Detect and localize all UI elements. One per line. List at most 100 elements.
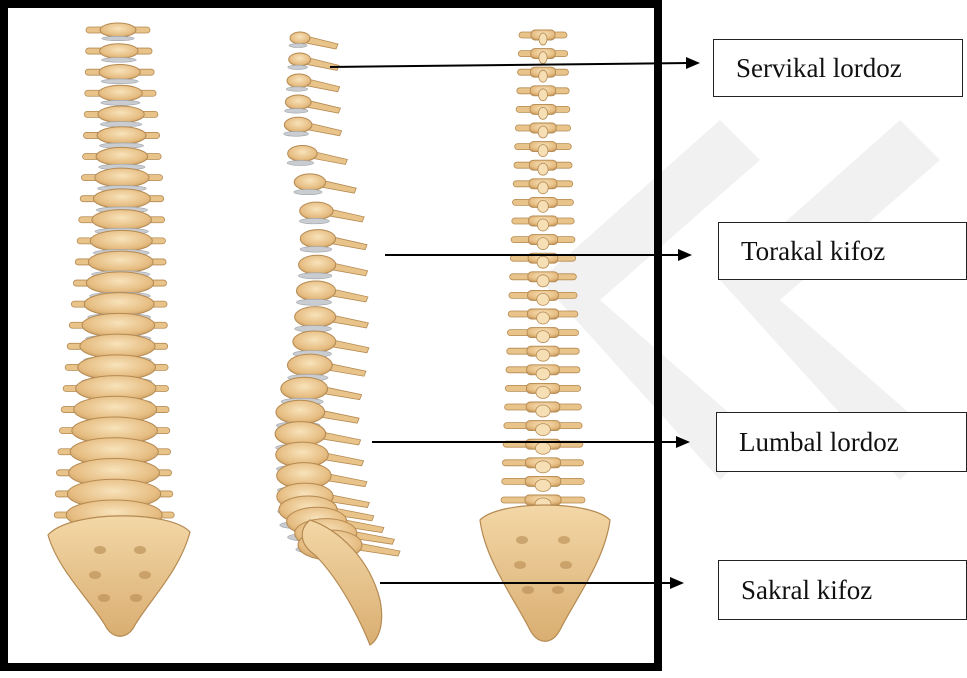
spinous-process — [538, 126, 548, 138]
spinous-process — [537, 219, 548, 231]
arrowhead-torakal — [678, 249, 692, 261]
intervertebral-disc — [101, 100, 140, 105]
intervertebral-disc — [101, 79, 138, 84]
vertebra-body — [289, 53, 311, 66]
sacrum — [480, 505, 610, 641]
label-servikal-text: Servikal lordoz — [736, 53, 902, 84]
vertebra-body — [299, 255, 336, 274]
vertebra-body — [90, 230, 152, 251]
intervertebral-disc — [298, 273, 331, 279]
intervertebral-disc — [285, 109, 308, 114]
intervertebral-disc — [296, 299, 331, 305]
spinous-process — [329, 209, 364, 222]
vertebra-body — [94, 189, 151, 209]
label-servikal-lordoz: Servikal lordoz — [713, 39, 963, 97]
lateral-spine-view — [275, 32, 400, 645]
intervertebral-disc — [102, 36, 134, 40]
label-sakral-text: Sakral kifoz — [741, 575, 872, 606]
sacral-foramen — [89, 571, 101, 579]
label-torakal-text: Torakal kifoz — [741, 236, 885, 267]
vertebra-body — [96, 147, 148, 165]
label-lumbal-lordoz: Lumbal lordoz — [716, 412, 967, 472]
vertebra-body — [288, 146, 318, 162]
vertebra-body — [92, 210, 151, 230]
intervertebral-disc — [101, 58, 136, 63]
spinous-process — [535, 479, 551, 491]
spinous-process — [538, 107, 547, 119]
spinous-process — [328, 363, 366, 376]
spinous-process — [322, 432, 361, 445]
spinous-process — [332, 340, 369, 353]
sacral-foramen — [560, 561, 572, 569]
vertebra-body — [285, 95, 311, 109]
sacral-foramen — [522, 586, 534, 594]
vertebra-body — [284, 117, 312, 132]
spinous-process — [327, 474, 367, 487]
vertebra-body — [295, 307, 336, 328]
arrowhead-servikal — [686, 57, 700, 69]
arrow-servikal — [330, 63, 690, 67]
sacral-foramen — [552, 586, 564, 594]
spinous-process — [538, 163, 548, 175]
intervertebral-disc — [286, 87, 307, 91]
vertebra-body — [98, 106, 144, 123]
spinous-process — [537, 238, 549, 250]
vertebra-body — [294, 174, 325, 191]
label-lumbal-text: Lumbal lordoz — [739, 427, 899, 458]
spinous-process — [539, 89, 548, 101]
spinous-process — [536, 368, 550, 380]
intervertebral-disc — [284, 131, 309, 136]
sacral-foramen — [516, 536, 528, 544]
vertebra-body — [99, 64, 140, 79]
sacrum — [48, 516, 190, 636]
vertebra-body — [290, 32, 310, 44]
spinous-process — [539, 52, 547, 64]
spinous-process — [332, 263, 368, 276]
spinous-process — [537, 293, 549, 305]
spinous-process — [313, 151, 347, 164]
spinous-process — [539, 33, 547, 45]
intervertebral-disc — [289, 44, 307, 48]
spinous-process — [358, 543, 400, 556]
vertebra-body — [100, 44, 139, 59]
spinous-process — [535, 461, 550, 473]
vertebra-body — [97, 127, 146, 144]
spinous-process — [536, 331, 549, 343]
intervertebral-disc — [287, 160, 314, 165]
intervertebral-disc — [288, 65, 308, 69]
spinous-process — [332, 237, 367, 250]
arrowhead-sakral — [670, 577, 684, 589]
spinous-process — [536, 424, 551, 436]
spinous-process — [537, 312, 550, 324]
vertebra-body — [88, 251, 153, 273]
vertebra-body — [296, 281, 335, 301]
sacral-foramen — [134, 546, 146, 554]
anterior-spine-view — [48, 23, 190, 636]
spinous-process — [332, 289, 368, 302]
spinous-process — [307, 79, 340, 92]
intervertebral-disc — [300, 246, 332, 252]
spinous-process — [322, 180, 357, 193]
vertebra-body — [281, 377, 328, 400]
vertebra-body — [100, 23, 136, 37]
spinous-process — [535, 442, 550, 454]
spinous-process — [536, 386, 550, 398]
vertebra-body — [293, 331, 336, 352]
spinous-process — [321, 410, 360, 423]
spinous-process — [307, 100, 340, 113]
spinous-process — [539, 70, 548, 82]
label-sakral-kifoz: Sakral kifoz — [718, 560, 967, 620]
spinous-process — [308, 123, 342, 136]
vertebra-body — [84, 293, 154, 316]
sacral-foramen — [514, 561, 526, 569]
spinous-process — [307, 57, 339, 70]
spinous-process — [537, 275, 549, 287]
spinous-process — [324, 387, 362, 400]
vertebra-body — [95, 168, 149, 187]
spinous-process — [306, 36, 338, 49]
spinous-process — [538, 145, 548, 157]
spinous-process — [536, 405, 550, 417]
vertebra-body — [99, 85, 143, 101]
sacral-foramen — [130, 594, 142, 602]
